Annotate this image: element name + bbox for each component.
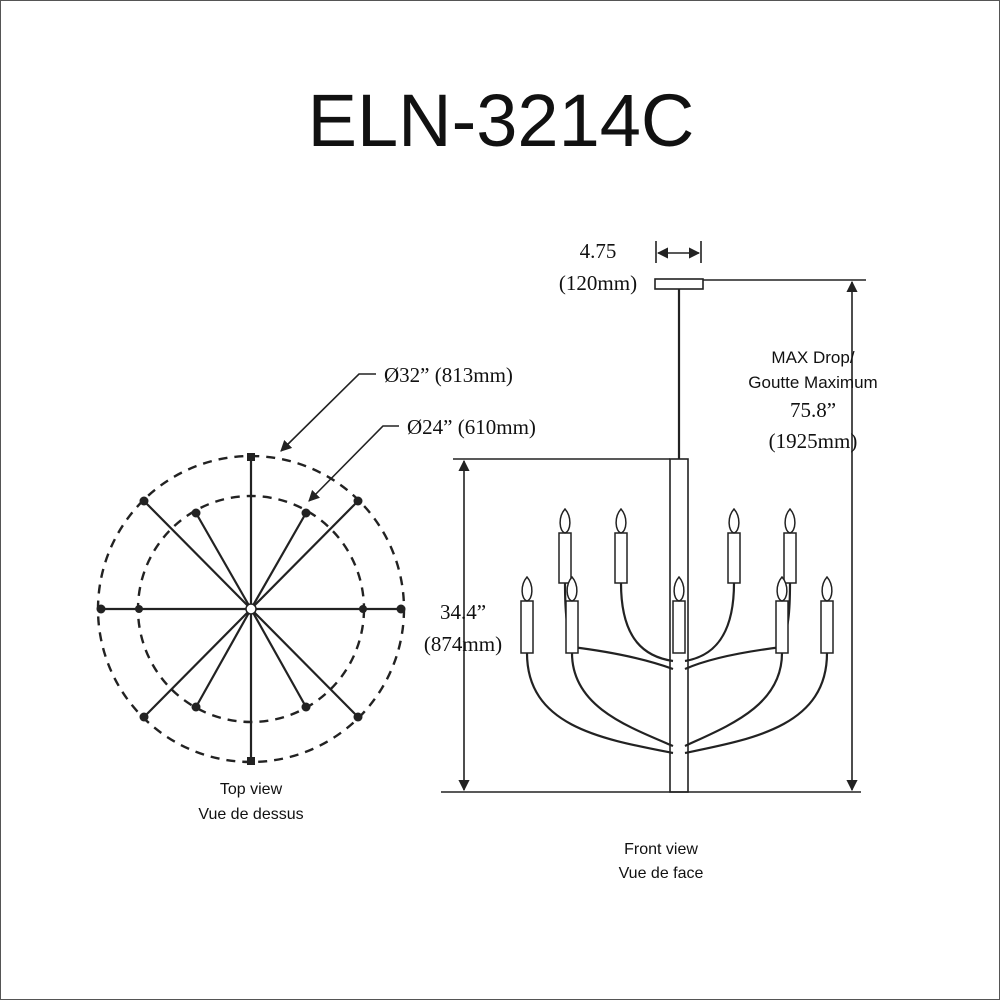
lower-tier-arms	[525, 652, 829, 755]
candle	[672, 575, 686, 654]
front-view-caption-fr: Vue de face	[619, 865, 704, 882]
canopy-width-mm-label: (120mm)	[559, 271, 637, 295]
candle	[783, 507, 797, 584]
page-title: ELN-3214C	[308, 79, 695, 162]
inner-diameter-leader	[308, 425, 399, 502]
canopy-width-label: 4.75	[580, 239, 617, 263]
top-view-drawing	[96, 373, 406, 765]
middle-tier-arms	[571, 645, 783, 671]
height-value: 34.4”	[440, 600, 486, 624]
max-drop-label-fr: Goutte Maximum	[748, 373, 877, 392]
max-drop-mm: (1925mm)	[769, 429, 858, 453]
height-mm: (874mm)	[424, 632, 502, 656]
max-drop-label-en: MAX Drop/	[771, 348, 854, 367]
candle	[727, 507, 741, 584]
candle	[775, 575, 789, 654]
outer-diameter-label: Ø32” (813mm)	[384, 363, 513, 387]
max-drop-value: 75.8”	[790, 398, 836, 422]
candle	[614, 507, 628, 584]
candles	[520, 507, 834, 654]
inner-diameter-label: Ø24” (610mm)	[407, 415, 536, 439]
candle	[820, 575, 834, 654]
top-view-arms	[101, 457, 401, 761]
candle	[520, 575, 534, 654]
top-view-caption-en: Top view	[220, 781, 283, 798]
top-view-caption-fr: Vue de dessus	[198, 806, 303, 823]
front-view-drawing	[441, 241, 866, 793]
outer-diameter-leader	[280, 373, 376, 452]
candle	[558, 507, 572, 584]
canopy	[654, 278, 704, 290]
front-view-caption-en: Front view	[624, 841, 698, 858]
top-view-arm-ends	[96, 453, 406, 765]
candle	[565, 575, 579, 654]
